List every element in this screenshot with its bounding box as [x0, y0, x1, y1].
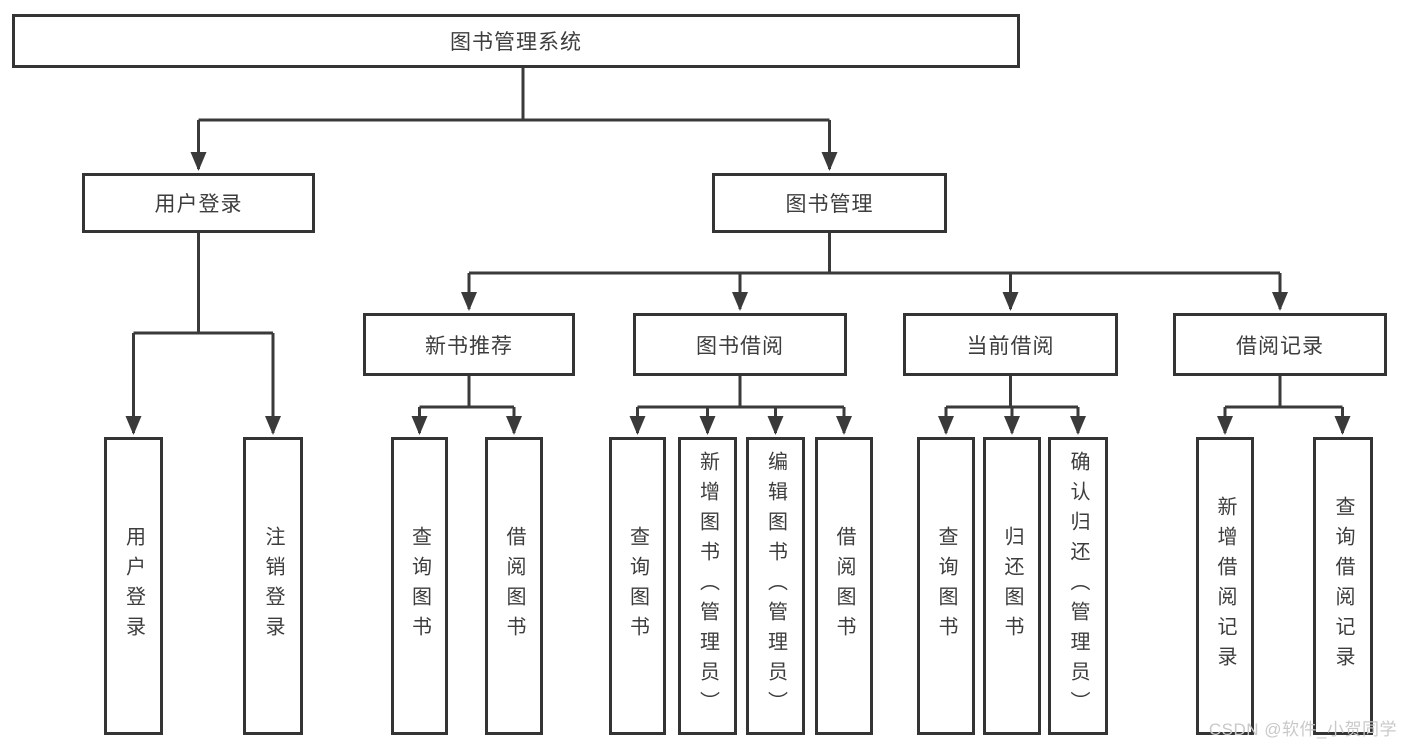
leaf-borrow-books-1-label: 借阅图书	[503, 526, 525, 646]
node-borrowing-records: 借阅记录	[1173, 313, 1387, 376]
leaf-borrow-books-2-label: 借阅图书	[833, 526, 855, 646]
leaf-logout: 注销登录	[243, 437, 303, 735]
leaf-query-books-2: 查询图书	[609, 437, 666, 735]
node-borrowing-records-label: 借阅记录	[1236, 334, 1324, 358]
watermark: CSDN @软件_小贺同学	[1208, 720, 1397, 739]
node-current-borrowing-label: 当前借阅	[966, 334, 1055, 358]
leaf-confirm-return-admin: 确认归还（管理员）	[1048, 437, 1108, 735]
connector-new-book-elbow	[419, 376, 514, 409]
node-book-borrowing-label: 图书借阅	[696, 334, 784, 358]
node-book-management: 图书管理	[712, 173, 947, 233]
node-new-book-recommendation-label: 新书推荐	[425, 334, 513, 358]
leaf-query-books-2-label: 查询图书	[626, 526, 649, 646]
node-library-management-system-label: 图书管理系统	[450, 31, 582, 54]
leaf-user-login: 用户登录	[104, 437, 163, 735]
leaf-confirm-return-admin-label: 确认归还（管理员）	[1067, 451, 1089, 721]
leaf-query-books-3: 查询图书	[917, 437, 975, 735]
leaf-add-books-admin: 新增图书（管理员）	[678, 437, 737, 735]
node-book-borrowing: 图书借阅	[633, 313, 847, 376]
node-user-login: 用户登录	[82, 173, 315, 233]
leaf-add-borrow-record-label: 新增借阅记录	[1214, 496, 1236, 676]
leaf-query-books-1: 查询图书	[391, 437, 448, 735]
leaf-add-borrow-record: 新增借阅记录	[1196, 437, 1254, 735]
leaf-add-books-admin-label: 新增图书（管理员）	[696, 451, 719, 721]
leaf-user-login-label: 用户登录	[122, 526, 145, 646]
leaf-edit-books-admin: 编辑图书（管理员）	[746, 437, 805, 735]
leaf-edit-books-admin-label: 编辑图书（管理员）	[764, 451, 787, 721]
connector-current-borrowing-elbow	[946, 376, 1078, 409]
leaf-return-books: 归还图书	[983, 437, 1041, 735]
connector-book-management-elbow	[469, 233, 1280, 275]
node-new-book-recommendation: 新书推荐	[363, 313, 575, 376]
leaf-query-books-3-label: 查询图书	[935, 526, 957, 646]
node-current-borrowing: 当前借阅	[903, 313, 1118, 376]
leaf-borrow-books-2: 借阅图书	[815, 437, 873, 735]
connector-root-elbow	[198, 68, 830, 122]
leaf-logout-label: 注销登录	[262, 526, 284, 646]
node-book-management-label: 图书管理	[785, 193, 874, 216]
leaf-borrow-books-1: 借阅图书	[485, 437, 543, 735]
leaf-query-borrow-record-label: 查询借阅记录	[1332, 496, 1354, 676]
node-library-management-system: 图书管理系统	[12, 14, 1020, 68]
connector-user-login-elbow	[133, 233, 273, 335]
connector-book-borrowing-elbow	[637, 376, 844, 409]
leaf-query-books-1-label: 查询图书	[408, 526, 431, 646]
connector-borrowing-records-elbow	[1225, 376, 1343, 409]
leaf-return-books-label: 归还图书	[1001, 526, 1023, 646]
leaf-query-borrow-record: 查询借阅记录	[1313, 437, 1373, 735]
node-user-login-label: 用户登录	[154, 193, 243, 216]
